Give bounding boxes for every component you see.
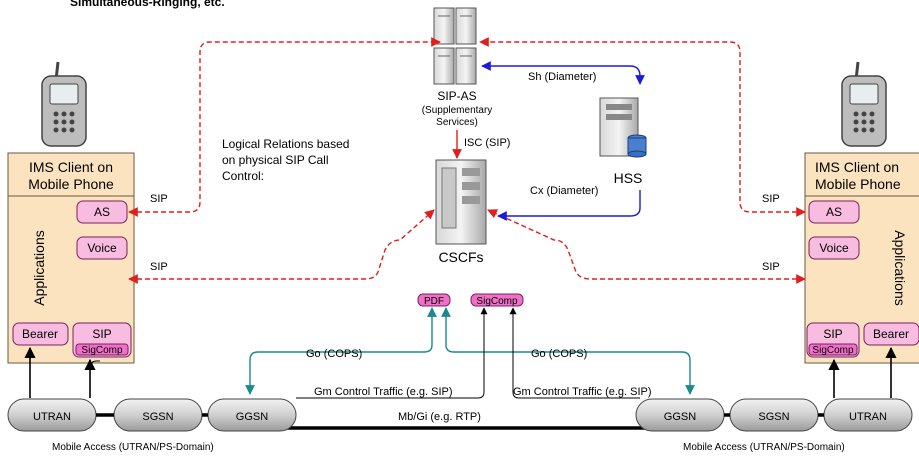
note-line-1: Logical Relations based <box>222 137 349 151</box>
left-voice-box <box>76 236 128 260</box>
cscfs-label: CSCFs <box>438 249 483 265</box>
mb-gi-link-label: Mb/Gi (e.g. RTP) <box>398 411 481 423</box>
cscf-sigcomp-label: SigComp <box>476 296 518 307</box>
sip-as-subtitle-1: (Supplementary <box>422 105 493 116</box>
right-utran-label: UTRAN <box>849 411 887 423</box>
right-sip-label: SIP <box>823 327 842 341</box>
right-sigcomp-label: SigComp <box>812 345 854 356</box>
left-as-label: AS <box>94 205 110 219</box>
right-as-box <box>808 200 860 224</box>
left-sip-label: SIP <box>92 327 111 341</box>
right-ims-client: IMS Client on Mobile Phone Applications … <box>804 152 919 364</box>
hss-server-icon <box>599 97 647 158</box>
right-access-network: GGSN SGSN UTRAN Mobile Access (UTRAN/PS-… <box>635 398 913 453</box>
left-client-title-2: Mobile Phone <box>28 176 114 192</box>
cscf-server-icon <box>435 159 487 245</box>
left-applications-label: Applications <box>31 230 47 306</box>
right-bearer-box <box>863 322 919 346</box>
sip-as-server-icon <box>433 7 477 85</box>
right-sgsn-label: SGSN <box>758 411 789 423</box>
left-sip-voice-link-label: SIP <box>150 261 168 273</box>
go-cops-links <box>245 307 695 395</box>
right-ggsn-label: GGSN <box>664 411 696 423</box>
left-gm-link-label: Gm Control Traffic (e.g. SIP) <box>314 386 453 398</box>
left-access-network: UTRAN SGSN GGSN Mobile Access (UTRAN/PS-… <box>7 398 297 453</box>
note-line-3: Control: <box>222 169 264 183</box>
right-gm-link-label: Gm Control Traffic (e.g. SIP) <box>513 386 652 398</box>
left-as-box <box>76 200 128 224</box>
left-client-title-1: IMS Client on <box>29 159 113 175</box>
top-caption: Simultaneous-Ringing, etc. <box>70 0 225 9</box>
right-sip-as-link-label: SIP <box>762 193 780 205</box>
right-bearer-label: Bearer <box>873 327 909 341</box>
left-ims-client: IMS Client on Mobile Phone Applications … <box>7 152 135 364</box>
left-sgsn-label: SGSN <box>142 411 173 423</box>
right-voice-box <box>808 236 860 260</box>
cscf-sigcomp-badge <box>470 293 524 307</box>
right-access-caption: Mobile Access (UTRAN/PS-Domain) <box>683 442 845 453</box>
pdf-label: PDF <box>424 296 444 307</box>
left-utran-label: UTRAN <box>33 411 71 423</box>
left-bearer-box <box>12 322 69 346</box>
bearer-uplinks <box>24 346 897 398</box>
right-sip-voice-link-label: SIP <box>762 261 780 273</box>
right-client-title-2: Mobile Phone <box>815 176 901 192</box>
right-applications-label: Applications <box>892 230 908 306</box>
left-bearer-label: Bearer <box>22 327 58 341</box>
diameter-links <box>481 61 645 221</box>
left-sip-as-link-label: SIP <box>150 193 168 205</box>
left-access-caption: Mobile Access (UTRAN/PS-Domain) <box>52 442 214 453</box>
sip-links <box>128 37 806 284</box>
right-client-title-1: IMS Client on <box>815 159 899 175</box>
sip-as-title: SIP-AS <box>437 89 476 103</box>
sip-as-subtitle-2: Services) <box>436 117 478 128</box>
left-voice-label: Voice <box>87 241 117 255</box>
cx-link-label: Cx (Diameter) <box>530 185 598 197</box>
note-line-2: on physical SIP Call <box>222 153 329 167</box>
left-mobile-phone-icon <box>41 61 87 147</box>
isc-link-label: ISC (SIP) <box>464 137 510 149</box>
right-go-link-label: Go (COPS) <box>531 348 587 360</box>
left-go-link-label: Go (COPS) <box>306 348 362 360</box>
sh-link-label: Sh (Diameter) <box>528 71 596 83</box>
hss-label: HSS <box>614 170 643 186</box>
right-mobile-phone-icon <box>841 61 887 147</box>
right-voice-label: Voice <box>819 241 849 255</box>
right-as-label: AS <box>826 205 842 219</box>
pdf-badge <box>417 293 451 307</box>
left-ggsn-label: GGSN <box>236 411 268 423</box>
left-sigcomp-label: SigComp <box>81 345 123 356</box>
